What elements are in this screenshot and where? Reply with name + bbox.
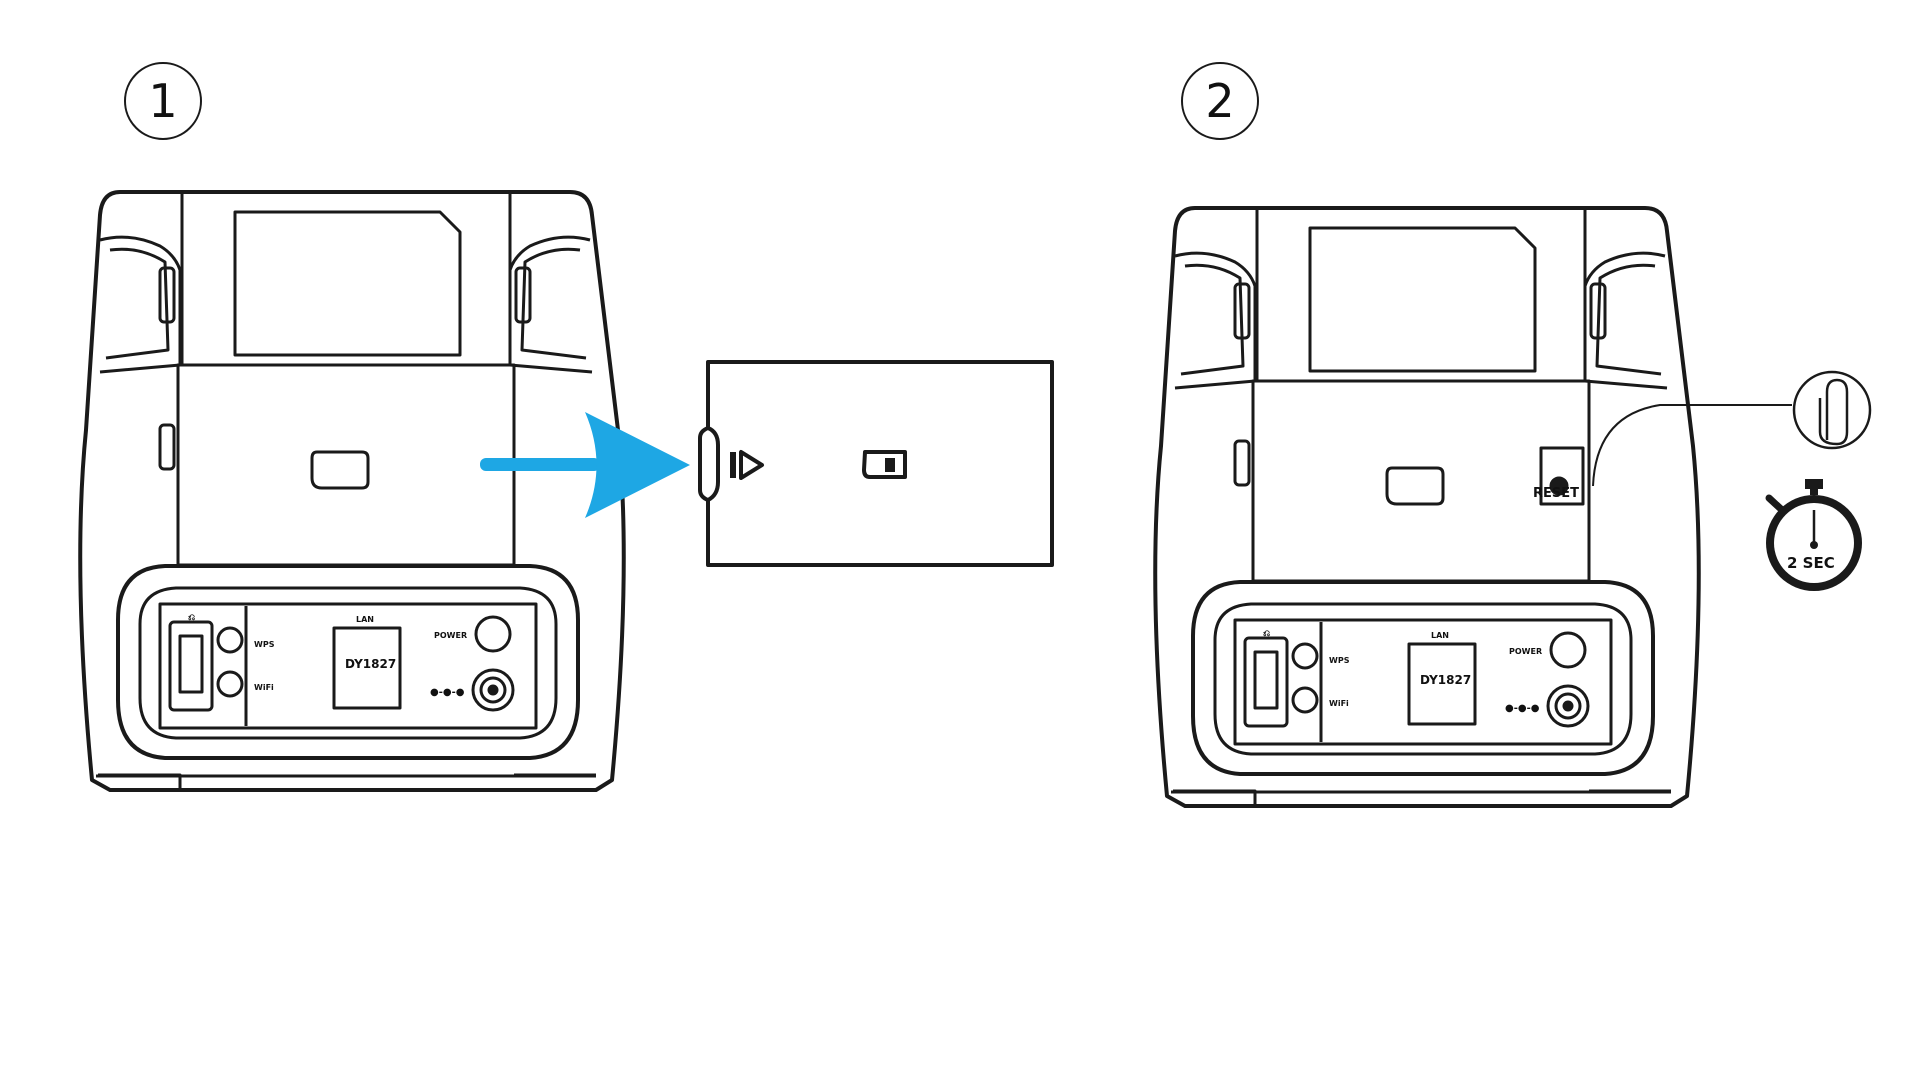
battery-cover xyxy=(698,360,1054,567)
arrow-right-icon xyxy=(480,412,690,518)
power-label: POWER xyxy=(434,631,467,640)
lan-label: LAN xyxy=(356,615,374,624)
power-label-2: POWER xyxy=(1509,647,1542,656)
usb-symbol-2: ⎌ xyxy=(1263,629,1270,639)
device-step-1 xyxy=(78,190,626,792)
leader-line xyxy=(1592,404,1792,487)
stopwatch-icon: 2 SEC xyxy=(1765,479,1862,591)
usb-symbol: ⎌ xyxy=(188,613,195,623)
step-number-2: 2 xyxy=(1181,62,1259,140)
wps-label-2: WPS xyxy=(1329,656,1350,665)
paperclip-icon xyxy=(1792,370,1872,450)
model-label-2: DY1827 xyxy=(1420,673,1471,687)
device-step-2 xyxy=(1153,206,1701,808)
dc-label: ●-●-● xyxy=(430,687,465,698)
step-number-1: 1 xyxy=(124,62,202,140)
lan-label-2: LAN xyxy=(1431,631,1449,640)
wifi-label: WiFi xyxy=(254,683,274,692)
wps-label: WPS xyxy=(254,640,275,649)
dc-label-2: ●-●-● xyxy=(1505,703,1540,714)
timer-label: 2 SEC xyxy=(1787,554,1835,572)
wifi-label-2: WiFi xyxy=(1329,699,1349,708)
model-label: DY1827 xyxy=(345,657,396,671)
reset-label: RESET xyxy=(1533,486,1579,501)
